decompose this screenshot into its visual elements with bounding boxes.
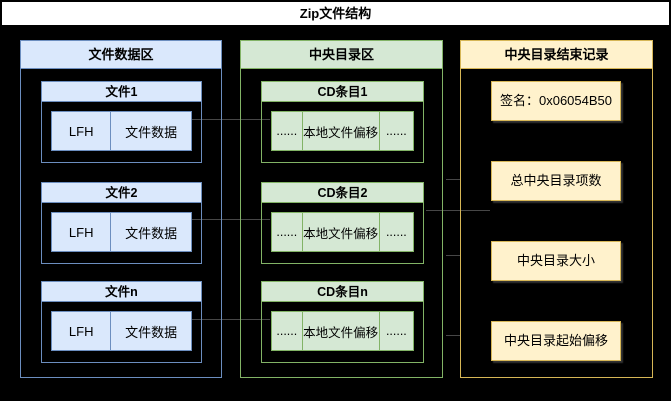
eocd-field-entry-count: 总中央目录项数 bbox=[491, 161, 621, 201]
file-group: 文件n LFH 文件数据 bbox=[41, 281, 202, 363]
lfh-cell: LFH bbox=[52, 112, 112, 150]
local-offset-cell: 本地文件偏移 bbox=[303, 312, 380, 350]
dots-cell: ...... bbox=[272, 112, 303, 150]
connector-line bbox=[192, 219, 270, 220]
connector-line bbox=[446, 179, 460, 180]
cd-entry-body: ...... 本地文件偏移 ...... bbox=[261, 302, 424, 363]
file-row: LFH 文件数据 bbox=[51, 111, 192, 151]
section-header: 中央目录结束记录 bbox=[461, 41, 652, 69]
file-group: 文件2 LFH 文件数据 bbox=[41, 182, 202, 264]
file-group-body: LFH 文件数据 bbox=[41, 102, 202, 163]
eocd-field-signature: 签名：0x06054B50 bbox=[491, 81, 621, 121]
cd-entry-row: ...... 本地文件偏移 ...... bbox=[271, 212, 414, 252]
section-eocd: 中央目录结束记录 签名：0x06054B50 总中央目录项数 中央目录大小 中央… bbox=[460, 40, 653, 378]
cd-entry-group: CD条目2 ...... 本地文件偏移 ...... bbox=[261, 182, 424, 264]
cd-entry-body: ...... 本地文件偏移 ...... bbox=[261, 102, 424, 163]
dots-cell: ...... bbox=[272, 312, 303, 350]
file-group-title: 文件1 bbox=[41, 81, 202, 102]
file-row: LFH 文件数据 bbox=[51, 311, 192, 351]
dots-cell: ...... bbox=[385, 124, 407, 138]
file-data-cell: 文件数据 bbox=[125, 324, 178, 340]
cd-entry-group: CD条目1 ...... 本地文件偏移 ...... bbox=[261, 81, 424, 163]
local-offset-cell: 本地文件偏移 bbox=[303, 213, 380, 251]
lfh-cell: LFH bbox=[52, 213, 112, 251]
cd-entry-body: ...... 本地文件偏移 ...... bbox=[261, 203, 424, 264]
cd-entry-title: CD条目n bbox=[261, 281, 424, 302]
file-data-cell: 文件数据 bbox=[125, 124, 178, 140]
local-offset-cell: 本地文件偏移 bbox=[303, 112, 380, 150]
section-central-directory: 中央目录区 CD条目1 ...... 本地文件偏移 ...... CD条目2 .… bbox=[240, 40, 443, 378]
dots-cell: ...... bbox=[385, 324, 407, 338]
cd-entry-row: ...... 本地文件偏移 ...... bbox=[271, 311, 414, 351]
section-header: 文件数据区 bbox=[21, 41, 221, 69]
file-data-cell: 文件数据 bbox=[125, 225, 178, 241]
connector-line bbox=[192, 319, 270, 320]
file-group-title: 文件2 bbox=[41, 182, 202, 203]
eocd-field-cd-offset: 中央目录起始偏移 bbox=[491, 321, 621, 361]
file-group-body: LFH 文件数据 bbox=[41, 302, 202, 363]
section-header: 中央目录区 bbox=[241, 41, 442, 69]
lfh-cell: LFH bbox=[52, 312, 112, 350]
connector-line bbox=[446, 335, 460, 336]
dots-cell: ...... bbox=[385, 225, 407, 239]
cd-entry-row: ...... 本地文件偏移 ...... bbox=[271, 111, 414, 151]
cd-entry-group: CD条目n ...... 本地文件偏移 ...... bbox=[261, 281, 424, 363]
section-file-data-area: 文件数据区 文件1 LFH 文件数据 文件2 LFH 文件数据 文件n bbox=[20, 40, 222, 378]
eocd-field-cd-size: 中央目录大小 bbox=[491, 241, 621, 281]
connector-line bbox=[426, 210, 490, 211]
connector-line bbox=[446, 255, 460, 256]
file-group: 文件1 LFH 文件数据 bbox=[41, 81, 202, 163]
file-row: LFH 文件数据 bbox=[51, 212, 192, 252]
diagram-title: Zip文件结构 bbox=[0, 0, 671, 27]
file-group-body: LFH 文件数据 bbox=[41, 203, 202, 264]
connector-line bbox=[192, 119, 270, 120]
dots-cell: ...... bbox=[272, 213, 303, 251]
file-group-title: 文件n bbox=[41, 281, 202, 302]
cd-entry-title: CD条目1 bbox=[261, 81, 424, 102]
cd-entry-title: CD条目2 bbox=[261, 182, 424, 203]
